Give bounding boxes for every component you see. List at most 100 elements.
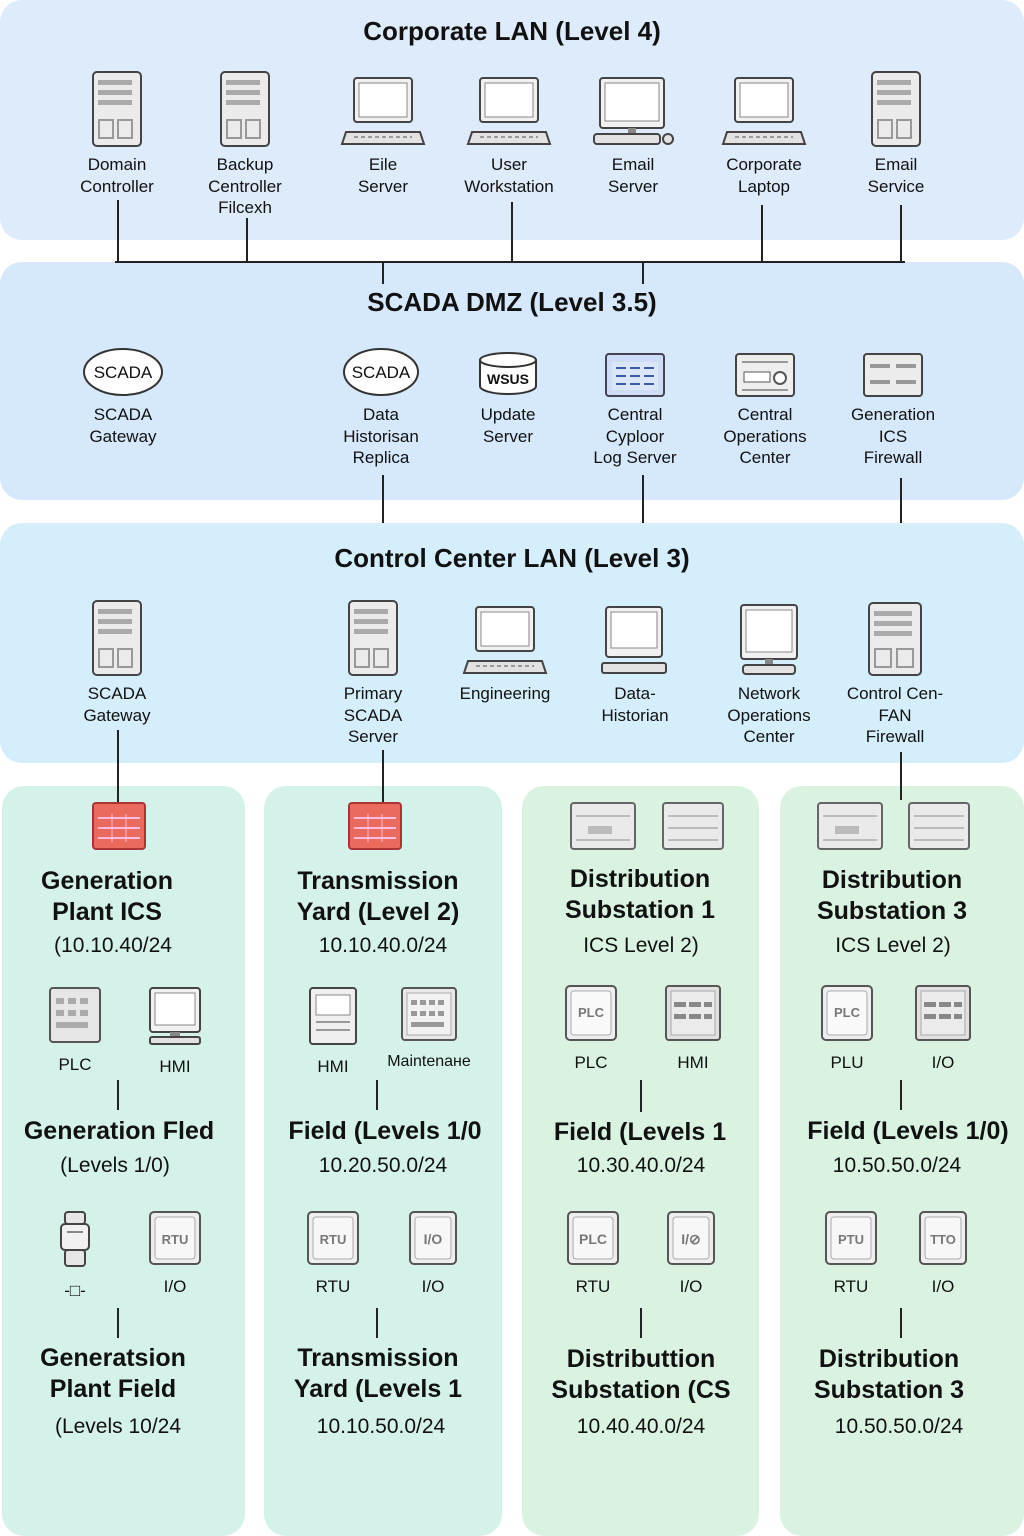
node-label: Central Cyploor Log Server (593, 405, 677, 467)
node-cc-control-firewall[interactable]: Control Cen- FAN Firewall (830, 597, 960, 748)
node-dmz-log-server[interactable]: Central Cyploor Log Server (570, 318, 700, 469)
server-tower-icon (92, 600, 142, 676)
rtu-box-icon: PLC (567, 1211, 619, 1265)
node-dmz-data-historian[interactable]: SCADA Data Historisan Replica (316, 318, 446, 469)
svg-text:RTU: RTU (320, 1232, 347, 1247)
node-user-workstation[interactable]: User Workstation (444, 68, 574, 197)
node-cc-scada-gateway[interactable]: SCADA Gateway (52, 597, 182, 726)
device-label: RTU (575, 1277, 611, 1296)
firewall-red-icon (348, 802, 402, 850)
plant1-device-plc[interactable]: PLC (30, 986, 120, 1075)
device-label: -□- (64, 1281, 86, 1300)
node-email-service[interactable]: Email Service (831, 68, 961, 197)
plant4-field-rtu[interactable]: PTU RTU (806, 1210, 896, 1297)
node-cc-data-historian[interactable]: Data- Historian (570, 597, 700, 726)
svg-text:SCADA: SCADA (94, 363, 153, 382)
plant2-field-io[interactable]: I/O I/O (388, 1210, 478, 1297)
link-domain-controller (117, 200, 119, 262)
svg-text:SCADA: SCADA (352, 363, 411, 382)
svg-text:I/⊘: I/⊘ (681, 1231, 701, 1247)
plant2-field-rtu[interactable]: RTU RTU (288, 1210, 378, 1297)
firewall-appliance-icon (863, 353, 923, 397)
plant4-link-b (900, 1308, 902, 1338)
node-label: Engineering (459, 684, 551, 703)
plant3-device-hmi[interactable]: HMI (648, 984, 738, 1073)
svg-text:PLC: PLC (579, 1231, 607, 1247)
desktop-icon (740, 604, 798, 675)
plant1-field-io[interactable]: RTU I/O (130, 1210, 220, 1297)
device-label: I/O (163, 1277, 187, 1296)
io-box-icon: TTO (919, 1211, 967, 1265)
node-label: Email Server (607, 155, 659, 196)
node-label: Control Cen- FAN Firewall (846, 684, 944, 746)
node-domain-controller[interactable]: Domain Controller (52, 68, 182, 197)
plant2-device-hmi[interactable]: HMI (288, 986, 378, 1077)
corporate-lan-title: Corporate LAN (Level 4) (363, 16, 661, 46)
corporate-bus-line (115, 261, 905, 263)
panel-box-icon (665, 985, 721, 1041)
node-corporate-laptop[interactable]: Corporate Laptop (699, 68, 829, 197)
node-label: Domain Controller (80, 155, 154, 196)
device-label: RTU (833, 1277, 869, 1296)
sensor-icon (60, 1211, 90, 1267)
laptop-icon (721, 77, 807, 145)
device-label: Maintenaнe (387, 1053, 471, 1070)
device-label: PLU (830, 1053, 864, 1072)
node-label: Corporate Laptop (726, 155, 802, 196)
node-dmz-generation-firewall[interactable]: Generation ICS Firewall (828, 318, 958, 469)
io-box-icon: I/⊘ (667, 1211, 715, 1265)
laptop-icon (601, 606, 667, 674)
node-dmz-scada-gateway[interactable]: SCADA SCADA Gateway (58, 318, 188, 447)
plant2-title: Transmission Yard (Level 2) (296, 867, 460, 926)
plant2-device-maintenance[interactable]: Maintenaнe (384, 986, 474, 1071)
device-label: I/O (931, 1053, 955, 1072)
server-tower-icon (871, 71, 921, 147)
node-cc-primary-scada[interactable]: Primary SCADA Server (308, 597, 438, 748)
plant3-subnet: ICS Level 2) (583, 934, 699, 957)
plant1-device-hmi[interactable]: HMI (130, 986, 220, 1077)
node-label: Data- Historian (601, 684, 669, 725)
switch-appliance-icon (662, 802, 724, 850)
device-label: PLC (574, 1053, 608, 1072)
plant3-device-plc[interactable]: PLC PLC (546, 984, 636, 1073)
link-email-service (900, 205, 902, 262)
firewall-red-icon (92, 802, 146, 850)
switch-appliance-icon (908, 802, 970, 850)
node-label: SCADA Gateway (83, 684, 151, 725)
plant1-field-sub: (Levels 1/0) (60, 1154, 170, 1177)
link-corporate-laptop (761, 205, 763, 262)
node-label: Primary SCADA Server (343, 684, 403, 746)
plant4-title: Distribution Substation 3 (816, 866, 967, 925)
plant3-field-rtu[interactable]: PLC RTU (548, 1210, 638, 1297)
plant1-link-b (117, 1308, 119, 1338)
server-tower-icon (220, 71, 270, 147)
node-file-server[interactable]: Eile Server (318, 68, 448, 197)
laptop-icon (462, 606, 548, 674)
server-tower-icon (92, 71, 142, 147)
hmi-terminal-icon (309, 987, 357, 1045)
plant1-field-sensor[interactable]: -□- (30, 1210, 120, 1301)
plant2-link-a (376, 1080, 378, 1110)
node-backup-controller[interactable]: Backup Centroller Filceхh (180, 68, 310, 219)
node-label: Central Operations Center (723, 405, 807, 467)
node-email-server[interactable]: Email Server (568, 68, 698, 197)
plant4-device-plu[interactable]: PLC PLU (802, 984, 892, 1073)
node-cc-network-operations[interactable]: Network Operations Center (704, 597, 834, 748)
plant1-bottom-sub: (Levels 10/24 (54, 1415, 182, 1438)
plant4-bottom-sub: 10.50.50.0/24 (834, 1415, 964, 1438)
plant1-field-title: Generation Fled (23, 1117, 215, 1145)
node-dmz-central-operations[interactable]: Central Operations Center (700, 318, 830, 469)
device-label: RTU (315, 1277, 351, 1296)
plant4-field-io[interactable]: TTO I/O (898, 1210, 988, 1297)
node-cc-engineering[interactable]: Engineering (440, 597, 570, 705)
node-label: Generation ICS Firewall (850, 405, 936, 467)
rtu-box-icon: RTU (149, 1211, 201, 1265)
rtu-box-icon: PTU (825, 1211, 877, 1265)
node-label: SCADA Gateway (89, 405, 157, 446)
node-label: Network Operations Center (727, 684, 811, 746)
plant3-field-io[interactable]: I/⊘ I/O (646, 1210, 736, 1297)
node-dmz-update-server[interactable]: WSUS Update Server (443, 318, 573, 447)
laptop-icon (340, 77, 426, 145)
plant4-device-io[interactable]: I/O (898, 984, 988, 1073)
switch-appliance-icon (817, 802, 883, 850)
